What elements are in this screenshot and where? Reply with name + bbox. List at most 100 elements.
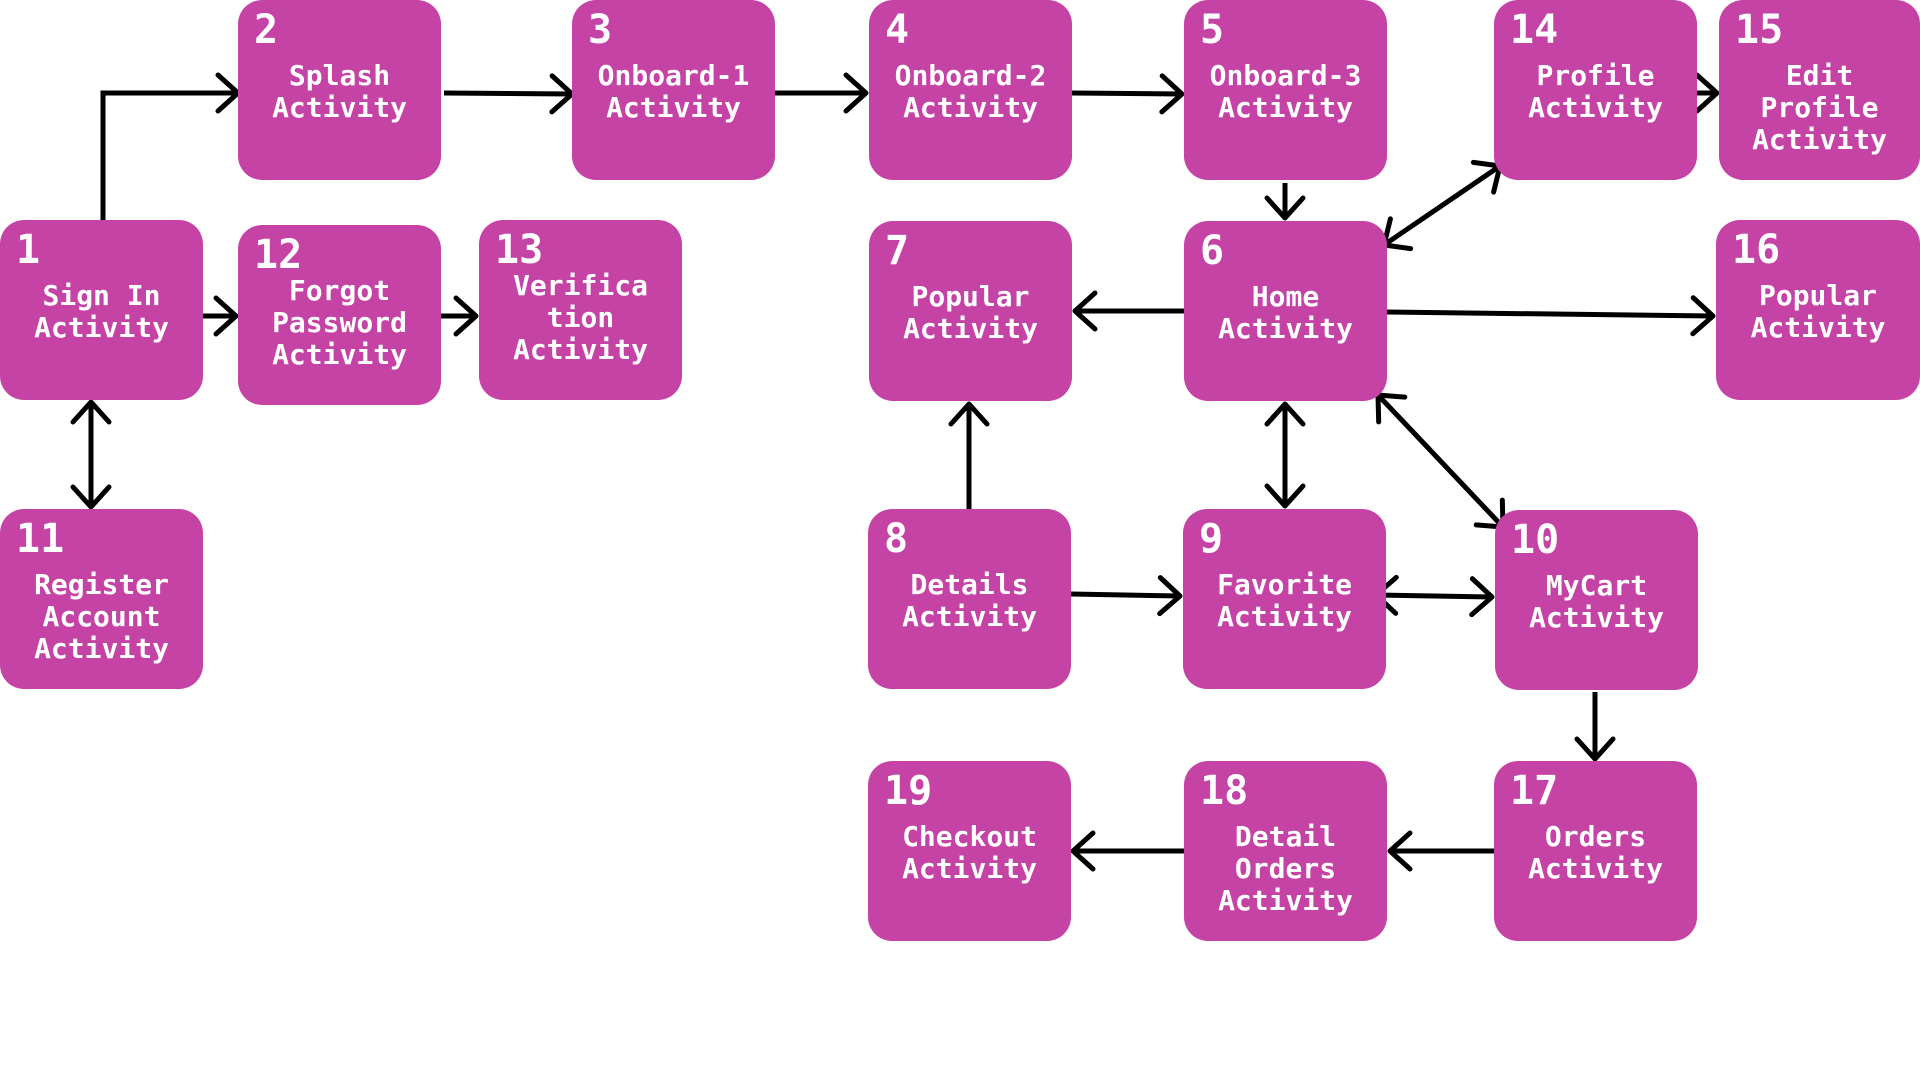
node-number: 18 (1200, 768, 1249, 814)
arrow-head (70, 399, 112, 425)
edge-n1-to-n11 (70, 399, 112, 510)
node-label: Popular Activity (1750, 279, 1886, 344)
edge-line (1071, 90, 1183, 97)
node-label: Checkout Activity (902, 820, 1037, 885)
arrow-head (1072, 290, 1098, 332)
node-sign-in-activity: 1 Sign In Activity (0, 220, 203, 400)
edge-n4-to-n5 (1071, 73, 1185, 115)
edge-line (1386, 309, 1714, 319)
node-number: 11 (16, 516, 65, 562)
arrow-head (843, 72, 869, 114)
node-label: Register Account Activity (34, 568, 169, 665)
node-number: 7 (885, 228, 910, 274)
node-number: 19 (884, 768, 933, 814)
edge-line (100, 90, 238, 220)
edge-n14-to-n15 (1694, 72, 1720, 114)
arrow-head (1070, 830, 1096, 872)
arrow-head (1387, 830, 1413, 872)
edge-line (1070, 591, 1181, 599)
arrow-head (1264, 195, 1306, 221)
node-label: Detail Orders Activity (1218, 820, 1353, 917)
arrow-head (1264, 483, 1306, 509)
node-label: Home Activity (1218, 280, 1353, 345)
node-forgot-password-activity: 12 Forgot Password Activity (238, 225, 441, 405)
node-register-account-activity: 11 Register Account Activity (0, 509, 203, 689)
node-mycart-activity: 10 MyCart Activity (1495, 510, 1698, 690)
arrow-head (1264, 401, 1306, 427)
edge-n10-to-n17 (1574, 692, 1616, 762)
node-label: Favorite Activity (1217, 568, 1352, 633)
edge-n12-to-n13 (441, 295, 479, 337)
edge-n8-to-n9 (1070, 575, 1183, 617)
node-orders-activity: 17 Orders Activity (1494, 761, 1697, 941)
node-label: Splash Activity (272, 59, 407, 124)
edge-n8-to-n7 (948, 401, 990, 509)
arrow-head (1694, 72, 1720, 114)
arrow-head (213, 295, 239, 337)
node-popular-activity-16: 16 Popular Activity (1716, 220, 1920, 400)
node-checkout-activity: 19 Checkout Activity (868, 761, 1071, 941)
edge-n18-to-n19 (1070, 830, 1184, 872)
node-onboard-1-activity: 3 Onboard-1 Activity (572, 0, 775, 180)
arrow-head (1574, 736, 1616, 762)
node-number: 14 (1510, 7, 1559, 53)
edge-line (443, 90, 573, 97)
node-label: Sign In Activity (34, 279, 169, 344)
node-details-activity: 8 Details Activity (868, 509, 1071, 689)
node-detail-orders-activity: 18 Detail Orders Activity (1184, 761, 1387, 941)
arrow-head (948, 401, 990, 427)
edge-n3-to-n4 (775, 72, 869, 114)
node-splash-activity: 2 Splash Activity (238, 0, 441, 180)
node-label: Edit Profile Activity (1752, 59, 1887, 156)
edge-n6-to-n14 (1381, 159, 1503, 252)
node-number: 15 (1735, 7, 1784, 53)
node-onboard-3-activity: 5 Onboard-3 Activity (1184, 0, 1387, 180)
node-number: 13 (495, 227, 544, 273)
edge-n9-to-n10 (1373, 574, 1495, 618)
arrow-head (70, 484, 112, 510)
arrow-head (1690, 295, 1716, 337)
arrow-head (1157, 575, 1183, 617)
node-label: Orders Activity (1528, 820, 1663, 885)
node-edit-profile-activity: 15 Edit Profile Activity (1719, 0, 1920, 180)
edge-line (1376, 393, 1505, 529)
node-label: MyCart Activity (1529, 569, 1664, 634)
node-number: 8 (884, 516, 909, 562)
arrow-head (1469, 576, 1495, 618)
node-number: 4 (885, 7, 910, 53)
node-number: 9 (1199, 516, 1224, 562)
edge-n6-to-n9 (1264, 401, 1306, 509)
edge-line (1375, 592, 1493, 600)
node-home-activity: 6 Home Activity (1184, 221, 1387, 401)
node-number: 17 (1510, 768, 1559, 814)
node-verification-activity: 13 Verifica tion Activity (479, 220, 682, 400)
node-number: 12 (254, 232, 303, 278)
node-label: Verifica tion Activity (513, 269, 648, 366)
node-label: Onboard-3 Activity (1209, 59, 1362, 124)
edge-n5-to-n6 (1264, 183, 1306, 221)
node-number: 6 (1200, 228, 1225, 274)
node-favorite-activity: 9 Favorite Activity (1183, 509, 1386, 689)
edge-n6-to-n16 (1386, 295, 1716, 337)
node-label: Profile Activity (1528, 59, 1663, 124)
node-number: 3 (588, 7, 613, 53)
node-popular-activity: 7 Popular Activity (869, 221, 1072, 401)
node-number: 10 (1511, 517, 1560, 563)
node-number: 2 (254, 7, 279, 53)
node-label: Popular Activity (903, 280, 1038, 345)
edge-n2-to-n3 (443, 73, 575, 115)
node-label: Onboard-1 Activity (597, 59, 750, 124)
edge-n1-to-n12 (203, 295, 239, 337)
node-number: 1 (16, 227, 41, 273)
edge-line (1382, 163, 1502, 248)
node-label: Onboard-2 Activity (894, 59, 1047, 124)
node-number: 5 (1200, 7, 1225, 53)
edge-n17-to-n18 (1387, 830, 1494, 872)
edge-n1-to-n2 (100, 72, 241, 220)
node-onboard-2-activity: 4 Onboard-2 Activity (869, 0, 1072, 180)
node-profile-activity: 14 Profile Activity (1494, 0, 1697, 180)
node-label: Details Activity (902, 568, 1037, 633)
node-number: 16 (1732, 227, 1781, 273)
